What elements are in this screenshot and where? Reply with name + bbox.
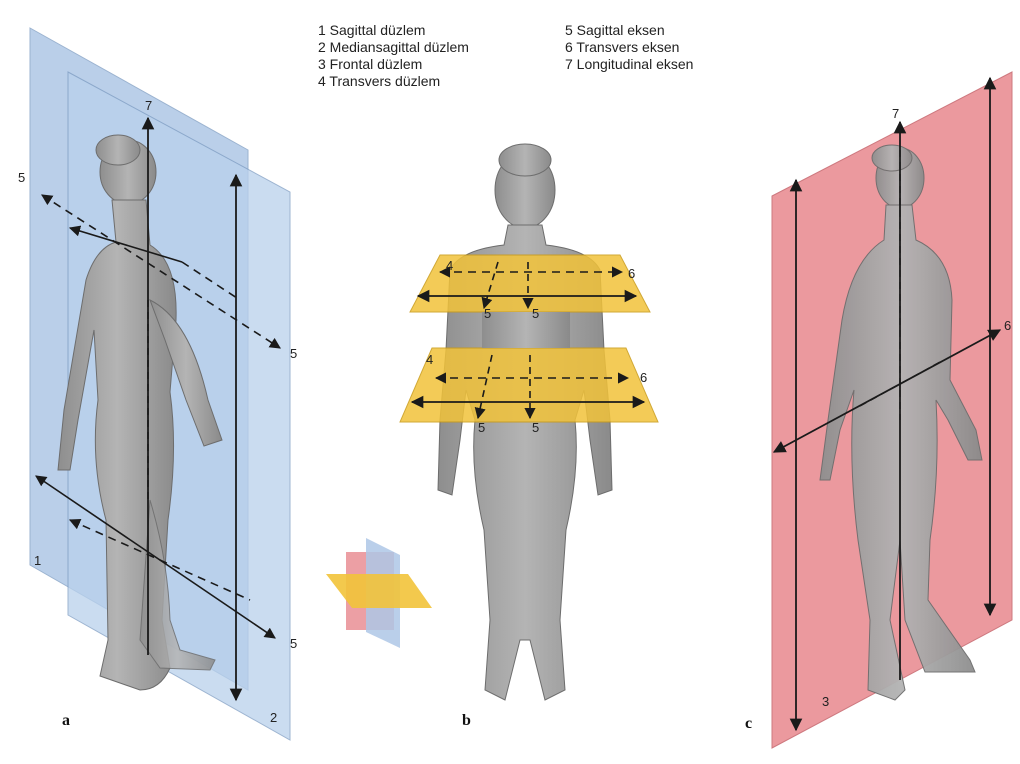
panel-c: 7 6 3 c — [745, 72, 1012, 748]
panel-a: 5 5 5 7 1 2 a — [18, 28, 297, 740]
label-5-mid: 5 — [290, 346, 297, 361]
label-5-top-right: 5 — [532, 306, 539, 321]
label-4-bottom: 4 — [426, 352, 433, 367]
panel-letter-a: a — [62, 712, 70, 729]
label-7: 7 — [892, 106, 899, 121]
label-6-top: 6 — [628, 266, 635, 281]
label-3: 3 — [822, 694, 829, 709]
label-5-bottom-right: 5 — [532, 420, 539, 435]
label-1: 1 — [34, 553, 41, 568]
label-5-top-left: 5 — [484, 306, 491, 321]
label-5-bottom-left: 5 — [478, 420, 485, 435]
panel-letter-c: c — [745, 715, 752, 732]
label-5-bottom: 5 — [290, 636, 297, 651]
label-7: 7 — [145, 98, 152, 113]
transverse-plane-4-bottom — [400, 348, 658, 422]
plane-cube-icon — [326, 538, 432, 648]
label-6-bottom: 6 — [640, 370, 647, 385]
label-4-top: 4 — [446, 258, 453, 273]
panel-letter-b: b — [462, 712, 471, 729]
label-6: 6 — [1004, 318, 1011, 333]
panel-b: 4 6 5 5 4 6 5 5 b — [326, 144, 658, 729]
label-5-top: 5 — [18, 170, 25, 185]
label-2: 2 — [270, 710, 277, 725]
